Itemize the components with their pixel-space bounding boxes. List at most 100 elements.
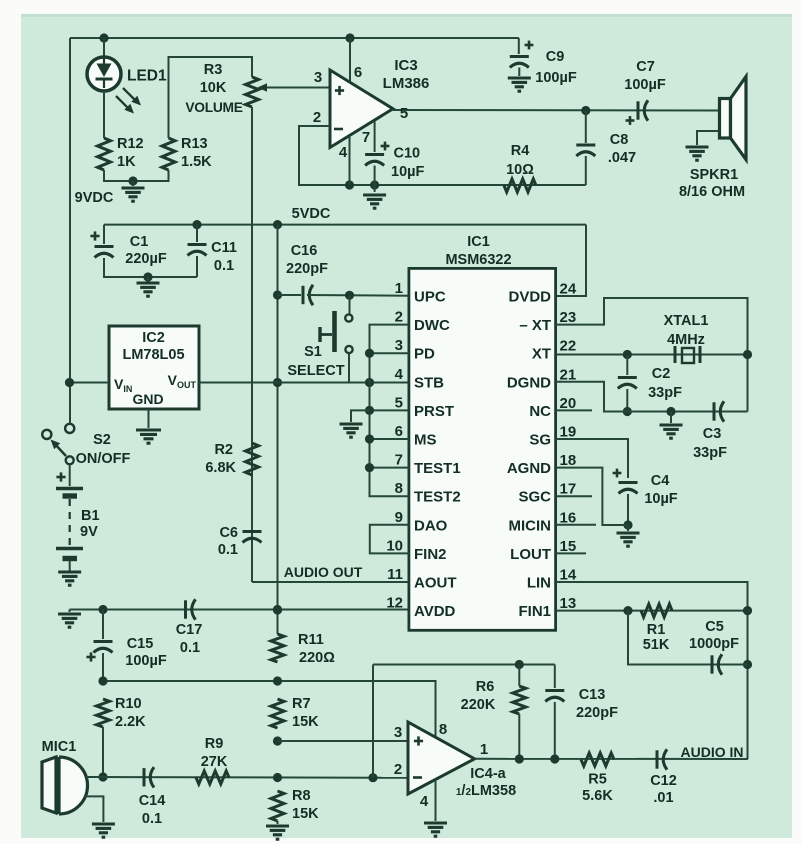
svg-text:3: 3 bbox=[314, 69, 322, 86]
svg-text:0.1: 0.1 bbox=[180, 640, 200, 656]
svg-text:100µF: 100µF bbox=[125, 653, 167, 669]
svg-text:9: 9 bbox=[395, 509, 403, 526]
svg-text:8/16 OHM: 8/16 OHM bbox=[679, 184, 745, 200]
svg-text:C14: C14 bbox=[139, 793, 166, 809]
svg-text:C12: C12 bbox=[650, 773, 677, 789]
svg-text:B1: B1 bbox=[81, 508, 100, 524]
svg-text:10µF: 10µF bbox=[644, 491, 677, 507]
svg-text:S1: S1 bbox=[304, 344, 322, 360]
svg-text:8: 8 bbox=[395, 480, 403, 497]
svg-text:DAO: DAO bbox=[414, 517, 448, 534]
svg-text:.01: .01 bbox=[653, 790, 673, 806]
svg-text:IC3: IC3 bbox=[394, 57, 417, 74]
svg-text:C7: C7 bbox=[636, 59, 655, 75]
svg-text:IC1: IC1 bbox=[467, 234, 490, 250]
svg-text:R5: R5 bbox=[588, 772, 607, 788]
svg-text:4: 4 bbox=[395, 366, 404, 383]
svg-text:5VDC: 5VDC bbox=[292, 206, 331, 222]
svg-text:4: 4 bbox=[339, 144, 348, 161]
svg-text:UPC: UPC bbox=[414, 289, 446, 306]
svg-text:8: 8 bbox=[439, 721, 447, 738]
svg-text:– XT: – XT bbox=[519, 317, 551, 334]
svg-text:R3: R3 bbox=[204, 62, 223, 78]
svg-text:LM386: LM386 bbox=[383, 75, 430, 92]
svg-text:DWC: DWC bbox=[414, 317, 450, 334]
svg-text:GND: GND bbox=[132, 391, 163, 407]
svg-text:27K: 27K bbox=[201, 754, 228, 770]
svg-text:5.6K: 5.6K bbox=[582, 788, 613, 804]
svg-text:C13: C13 bbox=[579, 687, 606, 703]
svg-text:R10: R10 bbox=[115, 696, 142, 712]
svg-text:C6: C6 bbox=[219, 525, 238, 541]
svg-text:21: 21 bbox=[560, 366, 577, 383]
svg-text:C1: C1 bbox=[130, 234, 149, 250]
svg-text:1.5K: 1.5K bbox=[181, 154, 212, 170]
svg-text:MICIN: MICIN bbox=[509, 517, 552, 534]
svg-text:S2: S2 bbox=[93, 432, 111, 448]
svg-text:220K: 220K bbox=[461, 697, 496, 713]
svg-text:4: 4 bbox=[420, 793, 429, 810]
svg-text:220Ω: 220Ω bbox=[299, 650, 335, 666]
svg-text:AOUT: AOUT bbox=[414, 575, 457, 592]
svg-text:DGND: DGND bbox=[507, 374, 551, 391]
svg-text:R8: R8 bbox=[292, 788, 311, 804]
svg-text:100µF: 100µF bbox=[624, 77, 666, 93]
svg-text:220pF: 220pF bbox=[576, 705, 618, 721]
svg-text:6: 6 bbox=[354, 64, 362, 81]
svg-text:C5: C5 bbox=[705, 619, 724, 635]
svg-text:15K: 15K bbox=[292, 806, 319, 822]
svg-text:0.1: 0.1 bbox=[218, 542, 238, 558]
svg-text:7: 7 bbox=[362, 129, 370, 146]
svg-text:R2: R2 bbox=[214, 442, 233, 458]
svg-text:PD: PD bbox=[414, 346, 435, 363]
svg-text:FIN2: FIN2 bbox=[414, 546, 447, 563]
svg-text:5: 5 bbox=[400, 105, 408, 122]
svg-text:24: 24 bbox=[560, 281, 577, 298]
svg-text:TEST1: TEST1 bbox=[414, 460, 461, 477]
svg-text:1/2LM358: 1/2LM358 bbox=[456, 783, 516, 799]
svg-text:220pF: 220pF bbox=[286, 261, 328, 277]
svg-text:220µF: 220µF bbox=[125, 251, 167, 267]
svg-text:15K: 15K bbox=[292, 714, 319, 730]
svg-text:FIN1: FIN1 bbox=[518, 603, 551, 620]
svg-text:C4: C4 bbox=[651, 473, 670, 489]
svg-text:10µF: 10µF bbox=[391, 164, 424, 180]
svg-text:2.2K: 2.2K bbox=[115, 714, 146, 730]
svg-text:MSM6322: MSM6322 bbox=[445, 252, 511, 268]
svg-text:0.1: 0.1 bbox=[214, 258, 234, 274]
svg-text:ON/OFF: ON/OFF bbox=[76, 451, 131, 467]
svg-text:C15: C15 bbox=[127, 636, 154, 652]
svg-text:LOUT: LOUT bbox=[510, 546, 551, 563]
svg-text:6.8K: 6.8K bbox=[205, 460, 236, 476]
svg-text:R13: R13 bbox=[181, 136, 208, 152]
svg-text:6: 6 bbox=[395, 423, 403, 440]
svg-text:3: 3 bbox=[395, 337, 403, 354]
svg-text:VOLUME: VOLUME bbox=[185, 100, 242, 115]
svg-text:AUDIO IN: AUDIO IN bbox=[681, 744, 744, 760]
svg-text:SG: SG bbox=[529, 432, 551, 449]
svg-text:R7: R7 bbox=[292, 696, 311, 712]
svg-text:XT: XT bbox=[532, 346, 551, 363]
svg-text:1000pF: 1000pF bbox=[689, 636, 739, 652]
svg-text:DVDD: DVDD bbox=[508, 289, 551, 306]
svg-text:R11: R11 bbox=[298, 632, 324, 648]
svg-text:9VDC: 9VDC bbox=[75, 190, 114, 206]
svg-text:0.1: 0.1 bbox=[142, 811, 162, 827]
svg-text:C11: C11 bbox=[211, 240, 237, 256]
svg-text:22: 22 bbox=[560, 338, 577, 355]
svg-text:R1: R1 bbox=[647, 622, 666, 638]
svg-text:.047: .047 bbox=[608, 150, 636, 166]
svg-text:C10: C10 bbox=[394, 146, 421, 162]
svg-text:10: 10 bbox=[386, 537, 403, 554]
svg-text:33pF: 33pF bbox=[648, 385, 682, 401]
svg-text:XTAL1: XTAL1 bbox=[664, 313, 709, 329]
svg-text:19: 19 bbox=[560, 424, 577, 441]
svg-text:20: 20 bbox=[560, 395, 577, 412]
svg-text:13: 13 bbox=[560, 595, 577, 612]
svg-text:4MHz: 4MHz bbox=[667, 332, 705, 348]
svg-text:LM78L05: LM78L05 bbox=[122, 347, 184, 363]
svg-text:IC2: IC2 bbox=[142, 330, 165, 346]
svg-text:10K: 10K bbox=[200, 80, 227, 96]
svg-text:10Ω: 10Ω bbox=[506, 162, 534, 178]
svg-text:9V: 9V bbox=[80, 524, 98, 540]
